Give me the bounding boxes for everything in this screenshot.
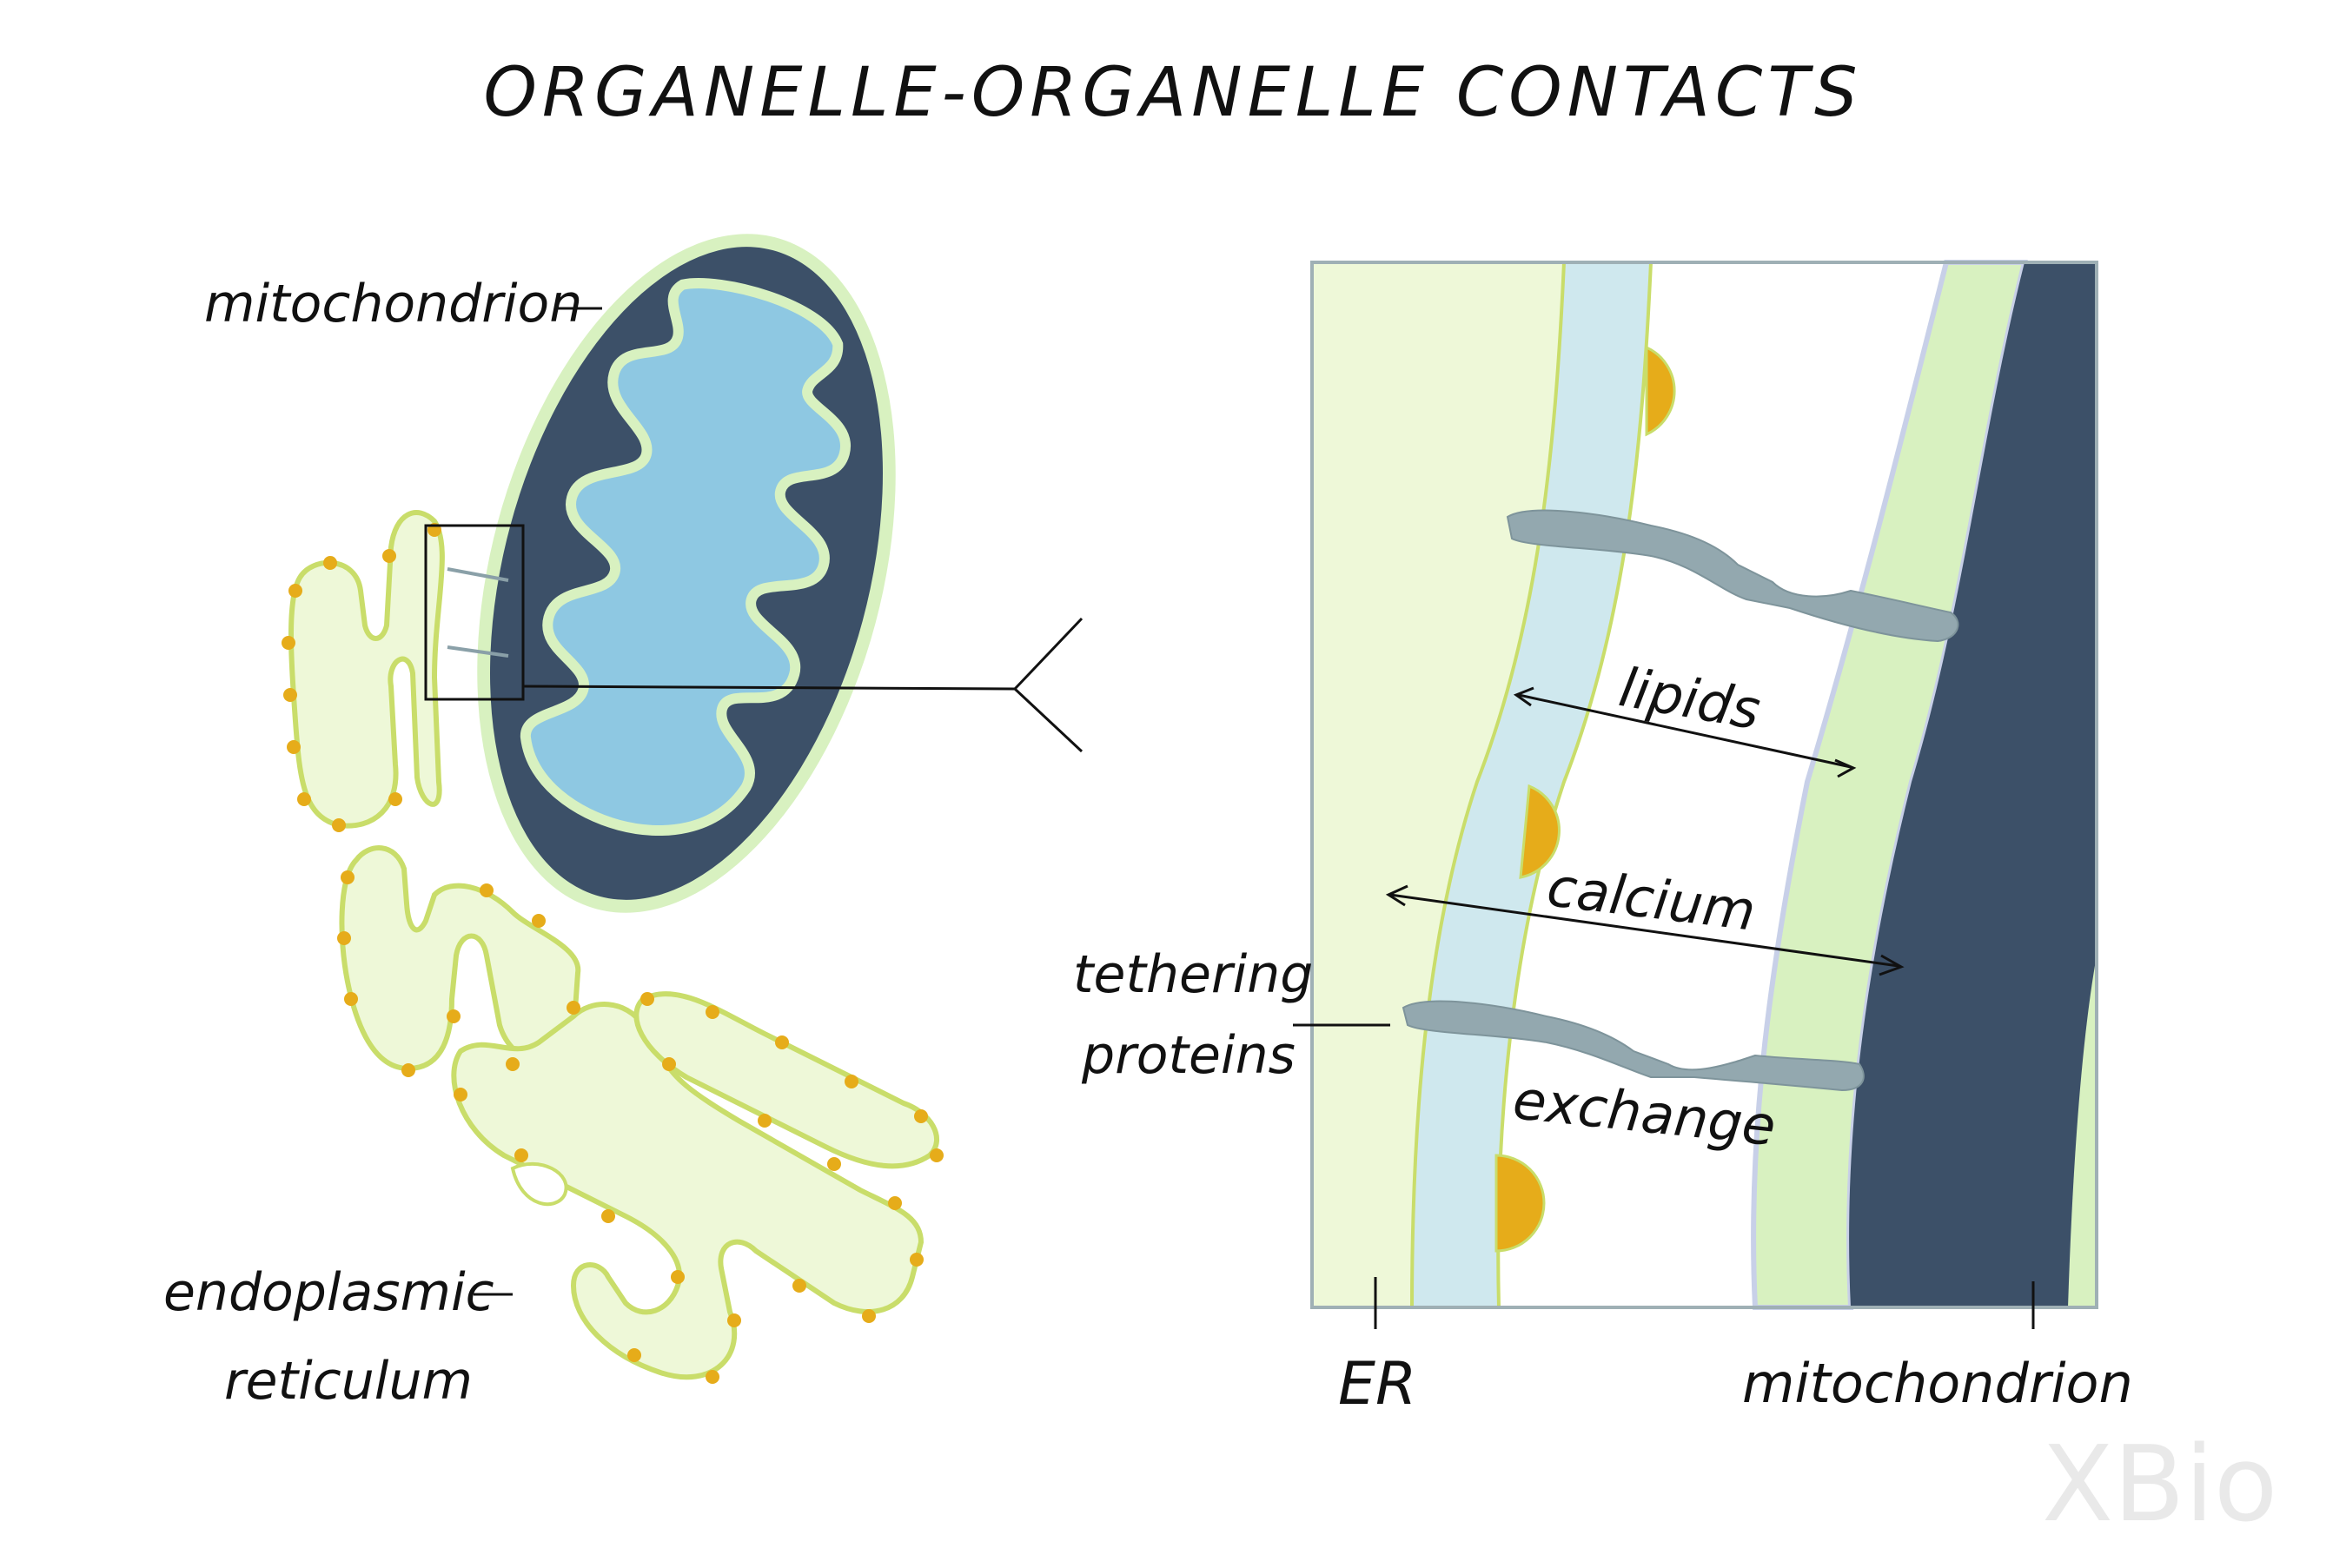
label-mitochondrion-left: mitochondrion [204,274,583,334]
zoom-connector [522,617,1084,753]
arrows [1385,686,1905,976]
zoom-tethers [447,567,509,658]
mitochondrion-left [477,234,896,913]
label-reticulum: reticulum [224,1351,473,1412]
ribosomes-zoom [1494,345,1676,1253]
xbio-logo: XBio [2042,1425,2278,1545]
tethering-protein-2 [1402,1000,1865,1092]
label-proteins: proteins [1082,1025,1296,1086]
diagram-title: ORGANELLE-ORGANELLE CONTACTS [483,54,1863,132]
zoom-panel [1293,260,2098,1329]
tethering-protein-1 [1506,509,1959,643]
label-tethering: tethering [1073,944,1314,1005]
label-er: ER [1338,1350,1417,1419]
label-endoplasmic: endoplasmic [163,1262,494,1323]
zoom-box [424,524,525,701]
label-mitochondrion-right: mitochondrion [1742,1352,2133,1415]
